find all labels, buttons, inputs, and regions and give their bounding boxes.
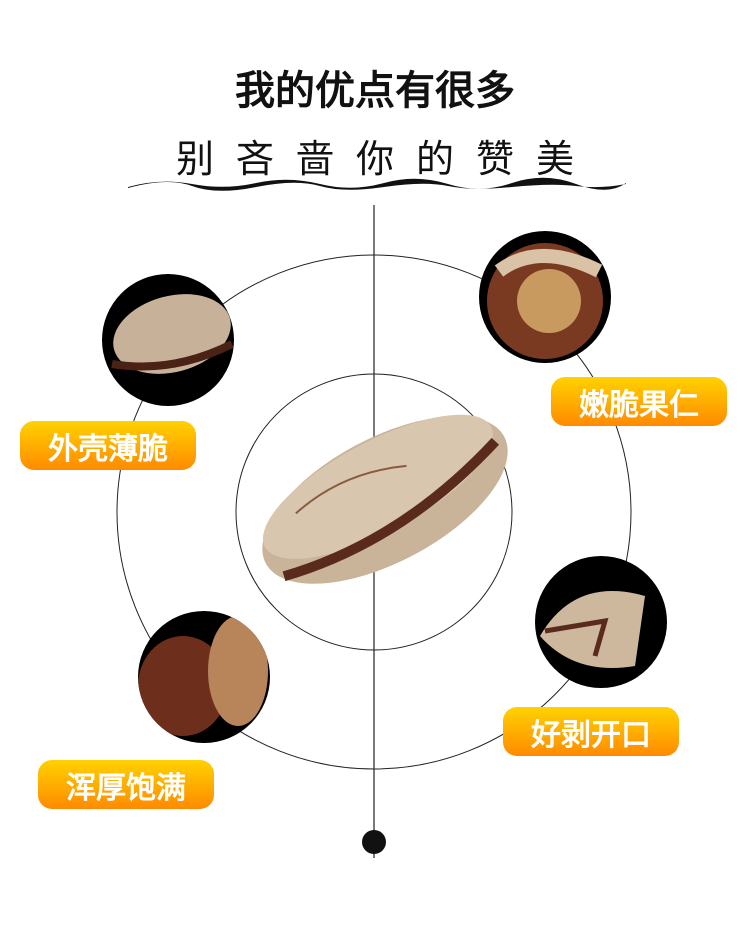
feature-badge-tender-kernel: 嫩脆果仁 (551, 377, 727, 426)
subheadline: 别吝啬你的赞美 (175, 137, 596, 181)
feature-badge-easy-open: 好剥开口 (503, 707, 679, 756)
full-kernel-photo (138, 611, 270, 743)
headline: 我的优点有很多 (235, 68, 515, 114)
feature-badge-thin-shell: 外壳薄脆 (20, 421, 196, 470)
shell-closeup-photo (102, 274, 234, 406)
feature-badge-plump: 浑厚饱满 (38, 760, 214, 809)
kernel-closeup-photo (479, 231, 611, 363)
axis-dot (362, 830, 386, 854)
wavy-divider (128, 177, 626, 191)
opening-closeup-photo (535, 556, 667, 688)
pecan-image (262, 414, 508, 584)
